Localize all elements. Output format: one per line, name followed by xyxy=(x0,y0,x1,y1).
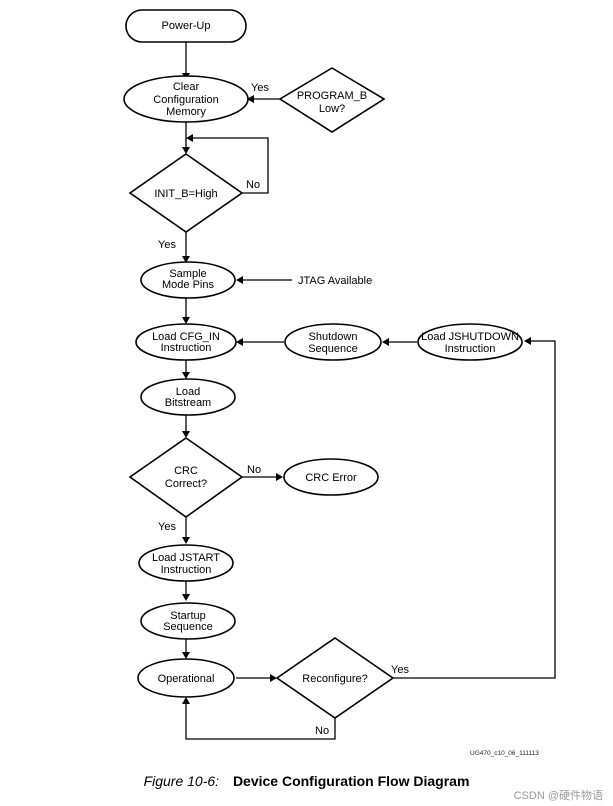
reconfigure-no-label: No xyxy=(315,725,329,737)
crc-yes-label: Yes xyxy=(158,521,176,533)
init-b-yes-label: Yes xyxy=(158,239,176,251)
load-cfg-in-line-1: Load CFG_IN xyxy=(152,331,220,343)
load-cfg-in-node: Load CFG_IN Instruction xyxy=(135,323,237,361)
crc-error-label: CRC Error xyxy=(305,472,357,484)
arrowhead xyxy=(236,338,243,346)
caption-title: Device Configuration Flow Diagram xyxy=(232,773,470,789)
edge-labels: Yes No Yes JTAG Available No Yes Yes No xyxy=(158,82,409,737)
arrowhead xyxy=(236,276,243,284)
edge-reconfigure-no xyxy=(185,704,336,740)
load-jshutdown-line-1: Load JSHUTDOWN xyxy=(421,331,519,343)
arrowhead xyxy=(270,674,277,682)
crc-error-node: CRC Error xyxy=(283,458,379,496)
reconfigure-decision: Reconfigure? xyxy=(275,637,395,719)
clear-config-line-3: Memory xyxy=(166,106,206,118)
clear-config-line-2: Configuration xyxy=(153,94,218,106)
init-b-label: INIT_B=High xyxy=(154,188,217,200)
shutdown-line-1: Shutdown xyxy=(309,331,358,343)
figure-caption: Figure 10-6: Device Configuration Flow D… xyxy=(0,773,613,789)
power-up-label: Power-Up xyxy=(162,20,211,32)
load-bitstream-line-2: Bitstream xyxy=(165,397,211,409)
init-b-no-label: No xyxy=(246,179,260,191)
reconfigure-label: Reconfigure? xyxy=(302,673,367,685)
clear-configuration-memory-node: Clear Configuration Memory xyxy=(123,75,249,123)
arrowhead xyxy=(182,652,190,659)
sample-mode-line-1: Sample xyxy=(169,268,206,280)
program-b-line-2: Low? xyxy=(319,103,345,115)
arrowhead xyxy=(247,95,254,103)
clear-config-line-1: Clear xyxy=(173,81,200,93)
figure-id: UG470_c10_06_111113 xyxy=(470,750,539,757)
edge-reconfigure-yes xyxy=(393,340,556,679)
edge-initb-no-loop xyxy=(193,137,269,194)
crc-correct-decision: CRC Correct? xyxy=(128,437,244,518)
startup-sequence-node: Startup Sequence xyxy=(140,602,236,640)
arrowhead xyxy=(182,431,190,438)
arrowhead xyxy=(182,697,190,704)
arrowhead xyxy=(182,256,190,263)
sample-mode-line-2: Mode Pins xyxy=(162,279,214,291)
arrowhead xyxy=(182,594,190,601)
arrowhead xyxy=(182,317,190,324)
watermark: CSDN @硬件物语 xyxy=(513,790,603,802)
program-b-line-1: PROGRAM_B xyxy=(297,90,367,102)
arrowhead xyxy=(276,473,283,481)
operational-node: Operational xyxy=(137,658,235,698)
connectors xyxy=(182,42,556,740)
arrowhead xyxy=(524,337,531,345)
arrowhead xyxy=(186,134,193,142)
crc-line-1: CRC xyxy=(174,465,198,477)
load-bitstream-node: Load Bitstream xyxy=(140,378,236,416)
arrowhead xyxy=(182,537,190,544)
load-jstart-line-1: Load JSTART xyxy=(152,552,220,564)
init-b-high-decision: INIT_B=High xyxy=(128,153,244,233)
program-b-low-decision: PROGRAM_B Low? xyxy=(278,67,386,133)
startup-line-2: Sequence xyxy=(163,621,213,633)
load-jstart-line-2: Instruction xyxy=(161,564,212,576)
caption-number: Figure 10-6: xyxy=(143,773,220,789)
reconfigure-yes-label: Yes xyxy=(391,664,409,676)
load-cfg-in-line-2: Instruction xyxy=(161,342,212,354)
shutdown-line-2: Sequence xyxy=(308,343,358,355)
load-bitstream-line-1: Load xyxy=(176,386,200,398)
startup-line-1: Startup xyxy=(170,610,205,622)
jtag-available-label: JTAG Available xyxy=(298,275,372,287)
shutdown-sequence-node: Shutdown Sequence xyxy=(284,323,382,361)
load-jshutdown-line-2: Instruction xyxy=(445,343,496,355)
operational-label: Operational xyxy=(158,673,215,685)
arrowhead xyxy=(182,372,190,379)
sample-mode-pins-node: Sample Mode Pins xyxy=(140,261,236,299)
arrowhead xyxy=(182,147,190,154)
crc-line-2: Correct? xyxy=(165,478,207,490)
program-b-yes-label: Yes xyxy=(251,82,269,94)
power-up-node: Power-Up xyxy=(125,9,247,43)
load-jshutdown-node: Load JSHUTDOWN Instruction xyxy=(417,323,523,361)
crc-no-label: No xyxy=(247,464,261,476)
load-jstart-node: Load JSTART Instruction xyxy=(138,544,234,582)
arrowhead xyxy=(382,338,389,346)
